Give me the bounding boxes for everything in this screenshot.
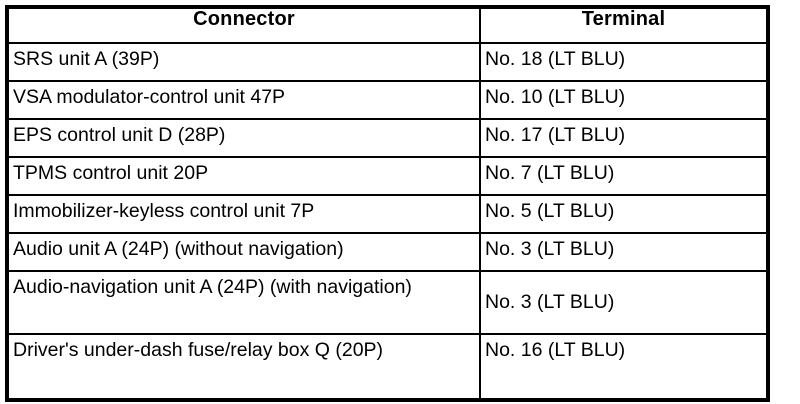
connector-terminal-table-wrapper: Connector Terminal SRS unit A (39P) No. …	[5, 5, 770, 402]
terminal-text: No. 3 (LT BLU)	[485, 238, 615, 260]
connector-text: SRS unit A (39P)	[13, 48, 160, 70]
column-header-connector-label: Connector	[193, 8, 295, 30]
column-header-connector: Connector	[6, 6, 481, 44]
table-header-row: Connector Terminal	[6, 6, 769, 44]
terminal-text: No. 10 (LT BLU)	[485, 86, 626, 108]
cell-connector: Audio unit A (24P) (without navigation)	[6, 232, 481, 272]
cell-terminal: No. 3 (LT BLU)	[479, 232, 769, 272]
terminal-text: No. 3 (LT BLU)	[485, 290, 615, 313]
terminal-text: No. 5 (LT BLU)	[485, 200, 615, 222]
cell-terminal: No. 7 (LT BLU)	[479, 156, 769, 196]
table-row: VSA modulator-control unit 47P No. 10 (L…	[6, 80, 769, 120]
table-row: SRS unit A (39P) No. 18 (LT BLU)	[6, 42, 769, 82]
terminal-text: No. 17 (LT BLU)	[485, 124, 626, 146]
cell-terminal: No. 16 (LT BLU)	[479, 333, 769, 401]
table-row: Driver's under-dash fuse/relay box Q (20…	[6, 333, 769, 401]
cell-connector: EPS control unit D (28P)	[6, 118, 481, 158]
table-row: Audio unit A (24P) (without navigation) …	[6, 232, 769, 272]
terminal-text: No. 18 (LT BLU)	[485, 48, 626, 70]
cell-connector: TPMS control unit 20P	[6, 156, 481, 196]
cell-connector: VSA modulator-control unit 47P	[6, 80, 481, 120]
cell-terminal: No. 3 (LT BLU)	[479, 270, 769, 335]
table-row: EPS control unit D (28P) No. 17 (LT BLU)	[6, 118, 769, 158]
table-row: TPMS control unit 20P No. 7 (LT BLU)	[6, 156, 769, 196]
cell-connector: Driver's under-dash fuse/relay box Q (20…	[6, 333, 481, 401]
column-header-terminal: Terminal	[479, 6, 769, 44]
cell-terminal: No. 17 (LT BLU)	[479, 118, 769, 158]
cell-terminal: No. 5 (LT BLU)	[479, 194, 769, 234]
connector-terminal-table: Connector Terminal SRS unit A (39P) No. …	[5, 5, 770, 402]
cell-connector: Audio-navigation unit A (24P) (with navi…	[6, 270, 481, 335]
connector-text: Immobilizer-keyless control unit 7P	[13, 200, 315, 222]
cell-terminal: No. 18 (LT BLU)	[479, 42, 769, 82]
table-row: Immobilizer-keyless control unit 7P No. …	[6, 194, 769, 234]
terminal-text: No. 7 (LT BLU)	[485, 162, 615, 184]
table-body: SRS unit A (39P) No. 18 (LT BLU) VSA mod…	[6, 42, 769, 401]
connector-text: EPS control unit D (28P)	[13, 124, 226, 146]
column-header-terminal-label: Terminal	[581, 8, 666, 30]
connector-text: VSA modulator-control unit 47P	[13, 86, 286, 108]
cell-terminal: No. 10 (LT BLU)	[479, 80, 769, 120]
table-row: Audio-navigation unit A (24P) (with navi…	[6, 270, 769, 335]
connector-text: Driver's under-dash fuse/relay box Q (20…	[13, 339, 384, 361]
terminal-text: No. 16 (LT BLU)	[485, 339, 626, 361]
connector-text: Audio-navigation unit A (24P) (with navi…	[13, 276, 412, 298]
cell-connector: SRS unit A (39P)	[6, 42, 481, 82]
cell-connector: Immobilizer-keyless control unit 7P	[6, 194, 481, 234]
connector-text: TPMS control unit 20P	[13, 162, 209, 184]
table-header: Connector Terminal	[6, 6, 769, 44]
connector-text: Audio unit A (24P) (without navigation)	[13, 238, 344, 260]
